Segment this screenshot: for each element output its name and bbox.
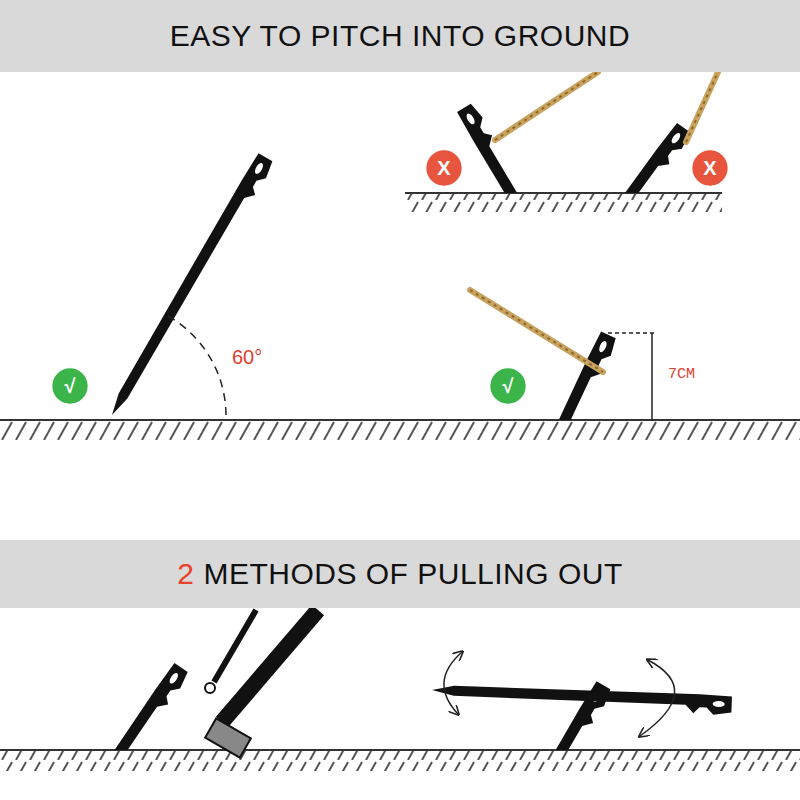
mark-circle: √ [51, 367, 89, 405]
heading-text: EASY TO PITCH INTO GROUND [170, 19, 630, 53]
mark-symbol: X [703, 158, 716, 178]
mark-symbol: √ [503, 376, 514, 396]
hammer [205, 610, 318, 758]
heading-text: 2 [177, 557, 194, 591]
mark-symbol: X [437, 158, 450, 178]
heading-text: METHODS OF PULLING OUT [203, 557, 622, 591]
ground [0, 193, 800, 771]
stake-7cm [473, 331, 618, 420]
lever-stake [431, 685, 732, 715]
dimension-label: 7CM [668, 366, 695, 383]
rope [470, 290, 603, 372]
header-band: EASY TO PITCH INTO GROUND [0, 0, 800, 72]
wrong-stakes [456, 102, 692, 193]
mark-circle: X [691, 149, 729, 187]
stake-60 [108, 153, 275, 423]
dimension [608, 333, 656, 420]
rope [495, 72, 718, 142]
header-band: 2 METHODS OF PULLING OUT [0, 540, 800, 608]
rotate-arrows [444, 652, 675, 736]
mark-symbol: √ [65, 376, 76, 396]
mark-circle: X [425, 149, 463, 187]
angle-label: 60° [232, 346, 262, 369]
mark-circle: √ [489, 367, 527, 405]
stake-hammer [6, 662, 190, 750]
